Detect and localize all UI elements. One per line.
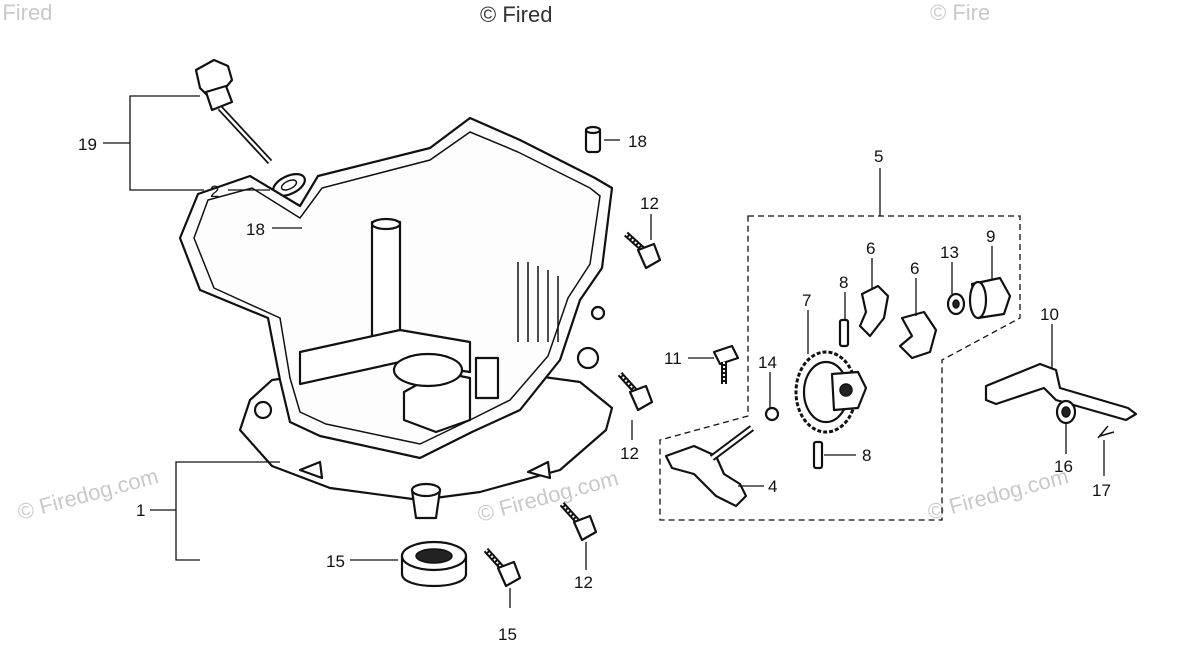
holder-part — [968, 276, 1012, 320]
watermark: © Firedog.com — [925, 463, 1071, 525]
governor-arm-part — [664, 425, 755, 508]
callout-2: 2 — [210, 182, 219, 201]
callout-5: 5 — [874, 147, 883, 166]
callout-11: 11 — [664, 349, 682, 368]
callout-6: 6 — [910, 259, 919, 278]
callout-9: 9 — [986, 227, 995, 246]
callout-12: 12 — [640, 194, 659, 213]
flange-bolt-part — [623, 231, 662, 270]
callout-8: 8 — [839, 273, 848, 292]
pin-part — [812, 440, 824, 470]
flange-bolt-part — [483, 547, 522, 588]
governor-gear-part — [794, 350, 868, 434]
dowel-pin-part — [584, 125, 602, 154]
callout-15: 15 — [326, 552, 345, 571]
leader-lines — [103, 95, 1105, 608]
callout-18: 18 — [246, 220, 265, 239]
pin-part — [1097, 425, 1115, 439]
dipstick-part — [194, 58, 273, 165]
watermark: © Fire — [930, 0, 990, 25]
callout-12: 12 — [620, 444, 639, 463]
oil-seal-part — [400, 540, 468, 588]
callout-16: 16 — [1054, 457, 1073, 476]
governor-weight-part — [898, 310, 938, 360]
watermark: © Fired — [480, 2, 552, 27]
callout-12: 12 — [574, 573, 593, 592]
callout-1: 1 — [136, 501, 145, 520]
assembly-5-boundary — [659, 215, 1021, 521]
flange-bolt-part — [559, 501, 598, 542]
callout-19: 19 — [78, 135, 97, 154]
callout-14: 14 — [758, 353, 777, 372]
watermark: © Fired — [0, 0, 52, 25]
crankcase-cover-part — [178, 116, 614, 520]
callout-17: 17 — [1092, 481, 1111, 500]
callout-4: 4 — [768, 477, 777, 496]
governor-lever-part — [984, 362, 1138, 422]
callout-18: 18 — [628, 132, 647, 151]
hex-bolt-part — [712, 344, 740, 384]
flange-bolt-part — [617, 371, 654, 412]
pin-part — [838, 318, 850, 348]
clip-part — [764, 406, 780, 422]
callout-6: 6 — [866, 239, 875, 258]
callout-10: 10 — [1040, 305, 1059, 324]
callout-13: 13 — [940, 243, 959, 262]
governor-weight-part — [858, 284, 890, 338]
callout-15: 15 — [498, 625, 517, 644]
callout-7: 7 — [802, 291, 811, 310]
callout-8: 8 — [862, 446, 871, 465]
